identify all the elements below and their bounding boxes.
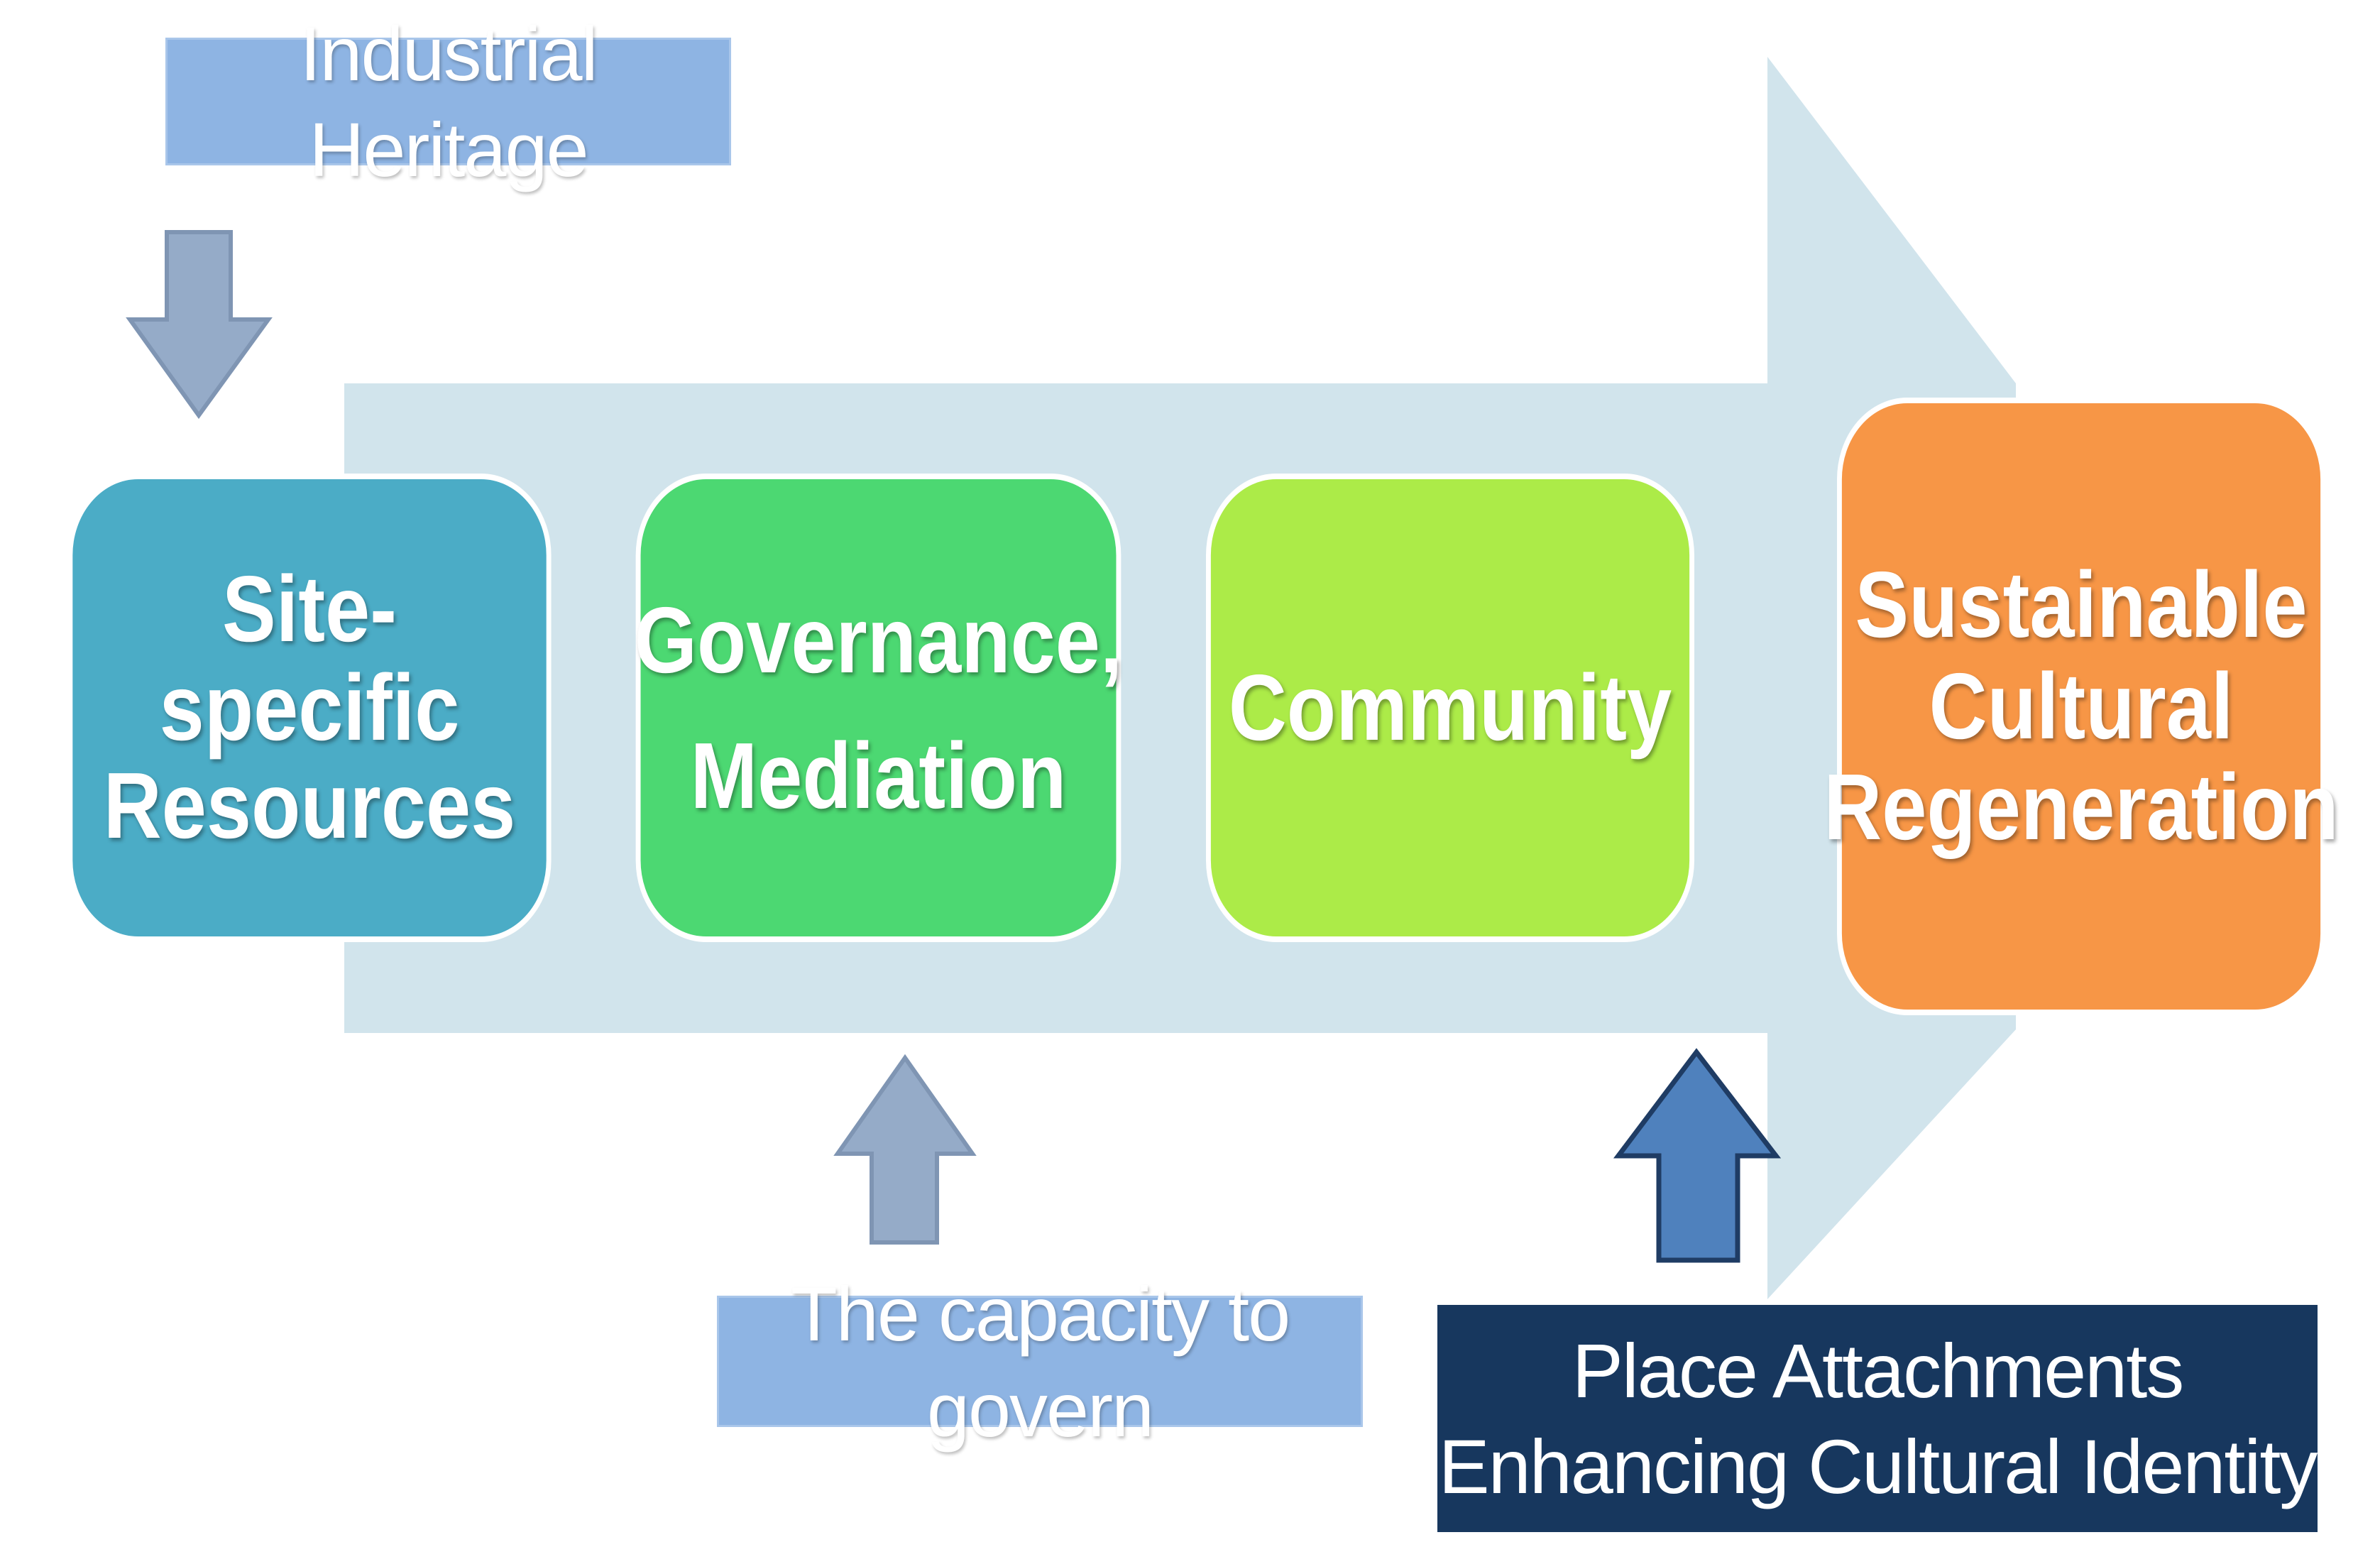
industrial-heritage-text: Industrial Heritage [300,11,598,192]
stage-line: Regeneration [1824,755,2339,860]
industrial-heritage-label: Industrial Heritage [165,11,731,192]
up-arrow-icon [833,1054,977,1245]
stage-governance-mediation: Governance, Mediation [634,474,1123,942]
stage-site-specific-resources: Site-specific Resources [67,474,552,942]
down-arrow-icon [126,230,273,420]
place-attachments-line: Place Attachments [1572,1328,2184,1414]
stage-line: Cultural [1929,653,2234,758]
stage-line: Governance, [634,587,1123,692]
up-arrow-dark-icon [1613,1048,1782,1263]
place-attachments-line: Enhancing Cultural Identity [1438,1423,2318,1509]
place-attachments-label: Place Attachments Enhancing Cultural Ide… [1437,1305,2318,1532]
stage-line: Mediation [690,723,1067,828]
stage-line: Resources [103,753,516,858]
capacity-to-govern-text: The capacity to govern [790,1270,1290,1453]
capacity-to-govern-label: The capacity to govern [717,1271,1363,1453]
stage-community: Community [1206,474,1694,942]
stage-line: Sustainable [1855,552,2308,657]
stage-sustainable-cultural-regeneration: Sustainable Cultural Regeneration [1824,398,2339,1015]
stage-line: Site-specific [159,557,460,760]
main-flow-arrow [344,57,2016,1299]
stage-line: Community [1228,655,1672,760]
